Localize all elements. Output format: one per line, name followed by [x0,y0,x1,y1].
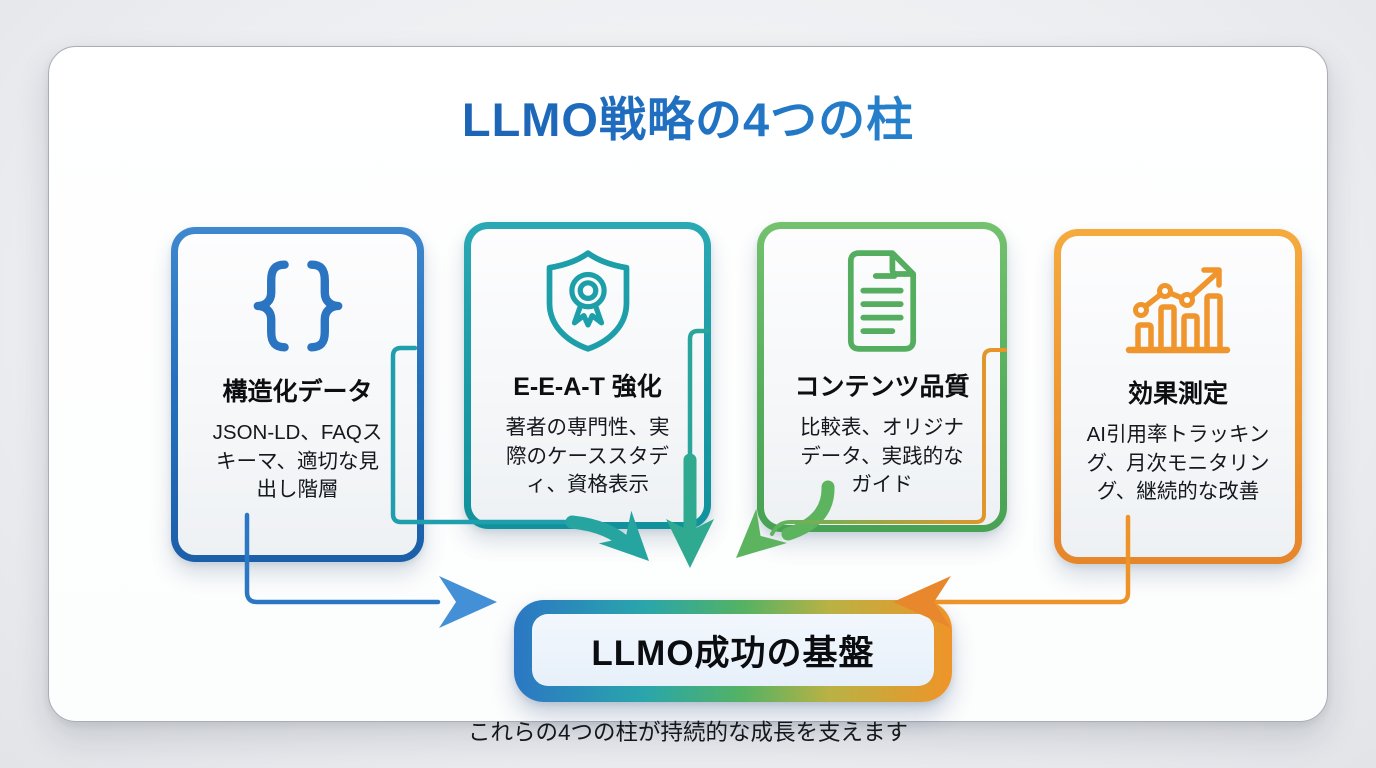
pillar-description: 著者の専門性、実 際のケーススタデ ィ、資格表示 [505,416,670,497]
chart-growth-icon [1123,258,1233,358]
pillar-description: 比較表、オリジナ データ、実践的な ガイド [800,416,964,497]
pillar-title: 構造化データ [222,378,373,406]
shield-award-icon [536,250,640,352]
pillar-title: E-E-A-T 強化 [513,373,662,401]
pillar-card-structured-data: 構造化データ JSON-LD、FAQス キーマ、適切な見 出し階層 [171,227,424,562]
foundation-label: LLMO成功の基盤 [591,633,875,673]
pillar-card-eeat: E-E-A-T 強化 著者の専門性、実 際のケーススタデ ィ、資格表示 [464,222,711,529]
foundation-box: LLMO成功の基盤 [514,600,952,702]
foundation-box-inner: LLMO成功の基盤 [532,614,934,686]
card-body: コンテンツ品質 比較表、オリジナ データ、実践的な ガイド [764,229,1000,525]
pillar-card-content-quality: コンテンツ品質 比較表、オリジナ データ、実践的な ガイド [757,222,1007,532]
pillar-card-measurement: 効果測定 AI引用率トラッキン グ、月次モニタリン グ、継続的な改善 [1054,229,1302,564]
infographic-panel: LLMO戦略の4つの柱 構造化データ JSON-LD、FAQス キーマ、適切な見… [48,46,1328,745]
page-title: LLMO戦略の4つの柱 [49,81,1327,150]
pillar-description: JSON-LD、FAQス キーマ、適切な見 出し階層 [212,421,383,502]
pillar-title: コンテンツ品質 [794,373,970,401]
document-icon [834,250,930,352]
braces-icon [239,256,357,356]
pillar-title: 効果測定 [1127,380,1228,408]
card-body: E-E-A-T 強化 著者の専門性、実 際のケーススタデ ィ、資格表示 [471,229,704,522]
pillar-description: AI引用率トラッキン グ、月次モニタリン グ、継続的な改善 [1086,423,1270,504]
card-body: 構造化データ JSON-LD、FAQス キーマ、適切な見 出し階層 [178,234,417,555]
card-body: 効果測定 AI引用率トラッキン グ、月次モニタリン グ、継続的な改善 [1061,236,1295,557]
caption: これらの4つの柱が持続的な成長を支えます [467,720,908,745]
